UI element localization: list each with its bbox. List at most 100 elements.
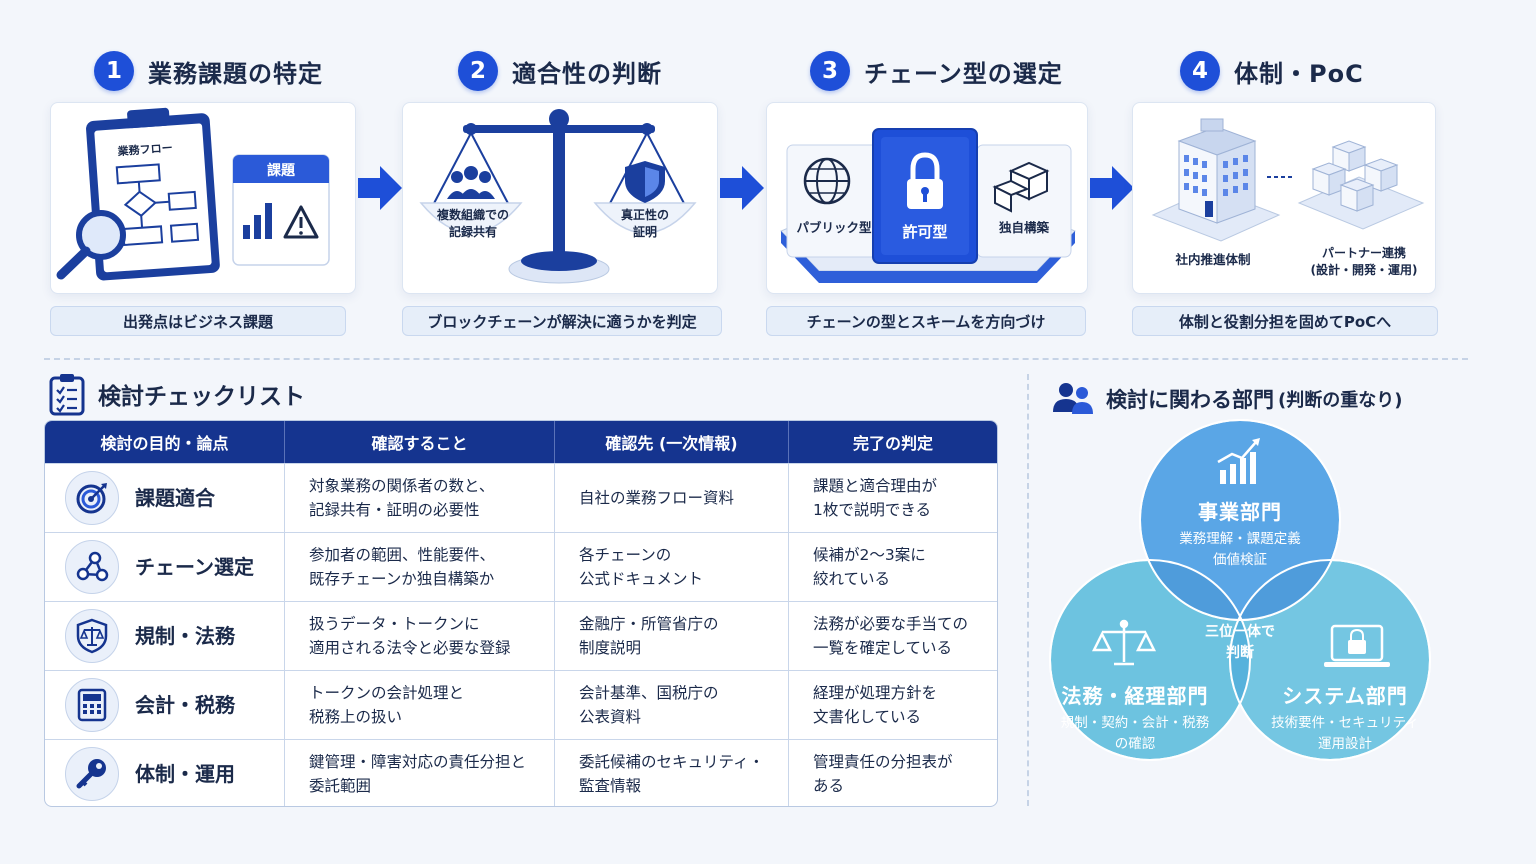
- checklist-table: 検討の目的・論点 確認すること 確認先 (一次情報) 完了の判定 課題適合 対象…: [44, 420, 998, 807]
- internal-team-label: 社内推進体制: [1175, 252, 1251, 267]
- system-desc: 技術要件・セキュリティ 運用設計: [1271, 715, 1419, 752]
- step-1-header: 1 業務課題の特定: [94, 50, 323, 92]
- calculator-icon: [65, 678, 119, 732]
- table-row: 課題適合 対象業務の関係者の数と、 記録共有・証明の必要性 自社の業務フロー資料…: [45, 463, 997, 532]
- table-row: チェーン選定 参加者の範囲、性能要件、 既存チェーンか独自構築か 各チェーンの …: [45, 532, 997, 601]
- step-3-card: パブリック型 許可型 独自構築: [766, 102, 1088, 294]
- row-topic: 体制・運用: [45, 740, 285, 806]
- step-number: 1: [94, 51, 134, 91]
- row-topic: チェーン選定: [45, 533, 285, 601]
- checklist-header: 検討チェックリスト: [48, 372, 305, 416]
- row-label: 規制・法務: [135, 624, 235, 648]
- business-desc: 業務理解・課題定義 価値検証: [1179, 531, 1301, 568]
- departments-subtitle: (判断の重なり): [1278, 390, 1403, 411]
- source-item: 金融庁・所管省庁の 制度説明: [579, 615, 719, 657]
- balance-scale-illustration: [419, 109, 697, 284]
- custom-chain-label: 独自構築: [998, 220, 1049, 235]
- organization-illustration: [1151, 118, 1425, 242]
- step-3-caption: チェーンの型とスキームを方向づけ: [766, 306, 1086, 336]
- team-icon: [1053, 383, 1093, 414]
- done-criteria: 法務が必要な手当ての 一覧を確定している: [813, 615, 969, 657]
- business-title: 事業部門: [1198, 500, 1282, 524]
- system-title: システム部門: [1282, 684, 1408, 708]
- done-criteria: 課題と適合理由が 1枚で説明できる: [813, 477, 938, 519]
- public-chain-label: パブリック型: [796, 220, 872, 235]
- shared-records-label: 複数組織での 記録共有: [436, 208, 509, 239]
- clipboard-checklist-icon: [49, 374, 85, 416]
- step-4-header: 4 体制・PoC: [1180, 50, 1364, 92]
- step-4-card: 社内推進体制 パートナー連携 (設計・開発・運用): [1132, 102, 1436, 294]
- check-item: 対象業務の関係者の数と、 記録共有・証明の必要性: [309, 477, 495, 519]
- check-item: トークンの会計処理と 税務上の扱い: [309, 684, 465, 726]
- board-label: 業務フロー: [116, 140, 173, 158]
- step-2-card: 複数組織での 記録共有 真正性の 証明: [402, 102, 718, 294]
- step-4-caption: 体制と役割分担を固めてPoCへ: [1132, 306, 1438, 336]
- column-header: 確認先 (一次情報): [555, 421, 789, 463]
- scales-icon: [1091, 619, 1157, 666]
- authenticity-label: 真正性の 証明: [620, 208, 669, 239]
- legal-desc: 規制・契約・会計・税務 の確認: [1060, 715, 1210, 752]
- step-title: 業務課題の特定: [148, 59, 323, 88]
- departments-header: 検討に関わる部門 (判断の重なり): [1052, 382, 1402, 416]
- step-number: 3: [810, 51, 850, 91]
- network-icon: [65, 540, 119, 594]
- step-title: チェーン型の選定: [864, 59, 1063, 88]
- row-topic: 会計・税務: [45, 671, 285, 739]
- step-2-header: 2 適合性の判断: [458, 50, 662, 92]
- check-item: 参加者の範囲、性能要件、 既存チェーンか独自構築か: [309, 546, 496, 588]
- row-topic: 課題適合: [45, 464, 285, 532]
- building-icon: [1151, 118, 1281, 242]
- venn-circles: [1049, 419, 1431, 761]
- partner-label: パートナー連携 (設計・開発・運用): [1310, 246, 1418, 277]
- business-department: 事業部門 業務理解・課題定義 価値検証: [1140, 496, 1340, 571]
- column-header: 検討の目的・論点: [45, 421, 285, 463]
- legal-title: 法務・経理部門: [1061, 684, 1209, 708]
- source-item: 会計基準、国税庁の 公表資料: [579, 684, 719, 726]
- warning-icon: [283, 205, 319, 239]
- table-header: 検討の目的・論点 確認すること 確認先 (一次情報) 完了の判定: [45, 421, 997, 463]
- department-venn: 事業部門 業務理解・課題定義 価値検証 法務・経理部門 規制・契約・会計・税務 …: [1040, 418, 1450, 798]
- step-3-header: 3 チェーン型の選定: [810, 50, 1063, 92]
- row-label: 体制・運用: [135, 762, 235, 786]
- done-criteria: 経理が処理方針を 文書化している: [813, 684, 938, 726]
- row-topic: 規制・法務: [45, 602, 285, 670]
- center-judgement: 三位一体で 判断: [1205, 624, 1275, 661]
- done-criteria: 候補が2〜3案に 絞れている: [813, 546, 926, 588]
- lock-icon: [907, 152, 943, 209]
- key-icon: [65, 747, 119, 801]
- arrow-right-icon: [358, 166, 402, 210]
- step-title: 体制・PoC: [1234, 59, 1364, 88]
- globe-icon: [803, 157, 851, 205]
- system-department: システム部門 技術要件・セキュリティ 運用設計: [1252, 680, 1438, 755]
- shield-scale-icon: [65, 609, 119, 663]
- target-icon: [65, 471, 119, 525]
- done-criteria: 管理責任の分担表が ある: [813, 753, 953, 795]
- partner-cubes-icon: [1297, 140, 1425, 230]
- step-1-card: 業務フロー 課題: [50, 102, 356, 294]
- source-item: 各チェーンの 公式ドキュメント: [579, 546, 704, 588]
- chain-type-illustration: [780, 128, 1076, 283]
- source-item: 委託候補のセキュリティ・ 監査情報: [579, 753, 765, 795]
- step-number: 2: [458, 51, 498, 91]
- column-header: 完了の判定: [852, 434, 933, 453]
- step-title: 適合性の判断: [512, 59, 662, 88]
- row-label: チェーン選定: [135, 555, 254, 579]
- table-row: 規制・法務 扱うデータ・トークンに 適用される法令と必要な登録 金融庁・所管省庁…: [45, 601, 997, 670]
- column-header: 確認すること: [285, 421, 555, 463]
- column-divider: [1027, 374, 1029, 806]
- row-label: 会計・税務: [135, 693, 235, 717]
- issue-badge: 課題: [267, 162, 296, 179]
- business-flow-illustration: 業務フロー 課題: [56, 107, 330, 281]
- shield-icon: [625, 161, 665, 203]
- arrow-right-icon: [720, 166, 764, 210]
- arrow-right-icon: [1090, 166, 1134, 210]
- table-row: 体制・運用 鍵管理・障害対応の責任分担と 委託範囲 委託候補のセキュリティ・ 監…: [45, 739, 997, 806]
- magnifier-icon: [56, 210, 126, 280]
- step-number: 4: [1180, 51, 1220, 91]
- blocks-icon: [992, 161, 1050, 213]
- people-icon: [447, 166, 495, 199]
- table-row: 会計・税務 トークンの会計処理と 税務上の扱い 会計基準、国税庁の 公表資料 経…: [45, 670, 997, 739]
- legal-department: 法務・経理部門 規制・契約・会計・税務 の確認: [1040, 680, 1230, 755]
- departments-title: 検討に関わる部門: [1106, 388, 1274, 412]
- check-item: 鍵管理・障害対応の責任分担と 委託範囲: [309, 753, 527, 795]
